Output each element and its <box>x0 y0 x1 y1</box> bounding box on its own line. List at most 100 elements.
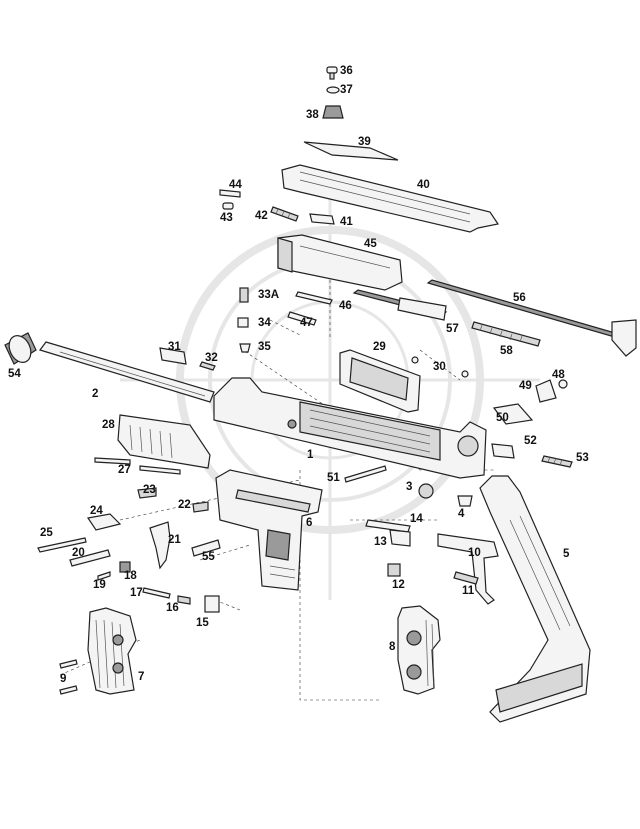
part-36-screw <box>326 66 338 80</box>
label-51: 51 <box>327 472 340 484</box>
label-28: 28 <box>102 419 115 431</box>
part-39-plate <box>303 141 399 161</box>
part-2-barrel <box>39 341 215 403</box>
part-53-spring <box>541 455 573 468</box>
label-54: 54 <box>8 368 21 380</box>
label-8: 8 <box>389 641 396 653</box>
part-24-block <box>86 513 122 531</box>
part-18-block <box>119 561 131 573</box>
part-number-labels: 36 37 38 39 40 44 43 42 41 45 33A 56 46 … <box>8 65 589 685</box>
label-9: 9 <box>60 673 66 685</box>
part-7-left-grip <box>87 607 137 695</box>
part-44-pin <box>219 189 241 198</box>
label-52: 52 <box>524 435 537 447</box>
part-46-pin <box>295 291 333 305</box>
part-29-bolt <box>339 349 421 413</box>
label-21: 21 <box>168 534 181 546</box>
part-9-screws <box>59 659 78 695</box>
part-23-spring <box>137 487 157 499</box>
part-31-bracket <box>159 347 187 365</box>
part-25-pin <box>37 537 87 553</box>
part-48-screw <box>558 379 568 389</box>
part-19-pin <box>97 571 111 581</box>
part-4-screw <box>457 495 473 507</box>
part-40-top-cover <box>281 164 499 233</box>
part-35-cap <box>239 343 251 353</box>
part-45-receiver-block <box>277 234 403 291</box>
label-10: 10 <box>468 547 481 559</box>
part-6-grip-frame <box>215 469 323 591</box>
label-48: 48 <box>552 369 565 381</box>
part-10-lever <box>437 533 499 605</box>
label-4: 4 <box>458 508 465 520</box>
part-21-trigger <box>149 521 171 570</box>
part-11-spring <box>453 571 479 585</box>
label-30: 30 <box>433 361 446 373</box>
label-11: 11 <box>462 585 475 597</box>
part-51-rod <box>344 465 387 483</box>
label-32: 32 <box>205 352 218 364</box>
label-36: 36 <box>340 65 353 77</box>
part-52-block <box>491 443 515 459</box>
label-44: 44 <box>229 179 242 191</box>
label-41: 41 <box>340 216 353 228</box>
label-29: 29 <box>373 341 386 353</box>
label-12: 12 <box>392 579 405 591</box>
part-8-right-grip <box>397 605 441 695</box>
label-13: 13 <box>374 536 387 548</box>
label-43: 43 <box>220 212 233 224</box>
part-42-spring <box>270 206 299 222</box>
part-43-pin <box>222 202 234 210</box>
label-23: 23 <box>143 484 156 496</box>
label-47: 47 <box>300 317 313 329</box>
part-38-nut <box>322 105 344 119</box>
label-1: 1 <box>307 449 314 461</box>
label-14: 14 <box>410 513 423 525</box>
label-34: 34 <box>258 317 271 329</box>
label-50: 50 <box>496 412 509 424</box>
label-19: 19 <box>93 579 106 591</box>
part-1-receiver <box>213 377 487 479</box>
label-2: 2 <box>92 388 98 400</box>
part-27-pins <box>94 457 181 475</box>
label-40: 40 <box>417 179 430 191</box>
label-53: 53 <box>576 452 589 464</box>
label-33A: 33A <box>258 289 279 301</box>
part-5-stock <box>479 475 591 723</box>
part-3-screw <box>418 483 434 499</box>
label-45: 45 <box>364 238 377 250</box>
label-7: 7 <box>138 671 144 683</box>
part-33A-block <box>239 287 249 303</box>
part-57-bar <box>352 289 448 321</box>
part-20-pin <box>69 549 111 567</box>
part-32-spring <box>199 361 216 371</box>
label-35: 35 <box>258 341 271 353</box>
label-5: 5 <box>563 548 570 560</box>
label-56: 56 <box>513 292 526 304</box>
part-15-block <box>204 595 220 613</box>
label-55: 55 <box>202 551 215 563</box>
label-16: 16 <box>166 602 179 614</box>
part-34-nut <box>237 317 249 328</box>
part-37-washer <box>326 86 340 94</box>
label-58: 58 <box>500 345 513 357</box>
part-13-lever <box>389 529 411 547</box>
part-30-pins <box>411 356 469 378</box>
label-22: 22 <box>178 499 191 511</box>
part-22-spring <box>192 501 209 513</box>
part-12-block <box>387 563 401 577</box>
label-3: 3 <box>406 481 412 493</box>
label-6: 6 <box>306 517 312 529</box>
part-55-pin <box>191 539 221 557</box>
label-46: 46 <box>339 300 352 312</box>
label-39: 39 <box>358 136 371 148</box>
label-49: 49 <box>519 380 532 392</box>
label-17: 17 <box>130 587 143 599</box>
part-28-handguard <box>117 414 211 469</box>
label-15: 15 <box>196 617 209 629</box>
label-57: 57 <box>446 323 459 335</box>
part-47-screw <box>287 311 317 326</box>
label-38: 38 <box>306 109 319 121</box>
part-58-spring <box>471 321 541 347</box>
